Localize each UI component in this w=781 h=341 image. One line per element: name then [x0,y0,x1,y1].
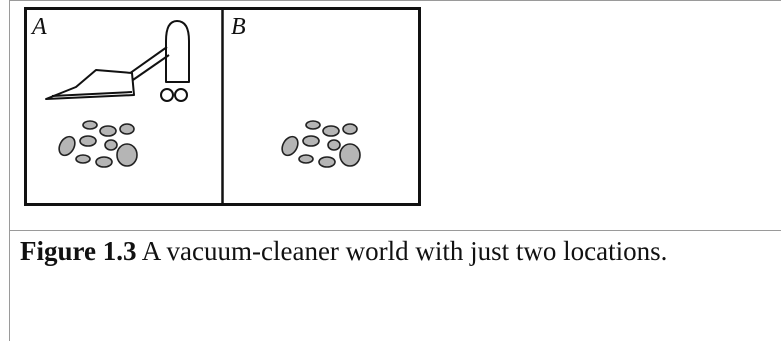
vacuum-cleaner-icon [45,20,190,102]
figure-caption: Figure 1.3 A vacuum-cleaner world with j… [20,237,760,265]
cell-b-label: B [231,14,246,40]
frame-left-border [9,0,10,341]
dirt-cluster-a-icon [58,120,138,168]
cell-a-label: A [30,14,47,40]
vacuum-world-figure: A B [24,7,421,206]
caption-divider [9,230,781,231]
dirt-cluster-b-icon [281,120,361,168]
vacuum-world-diagram: A B [24,7,421,206]
frame-top-border [9,0,781,1]
caption-text: A vacuum-cleaner world with just two loc… [141,236,668,266]
figure-number: Figure 1.3 [20,236,137,266]
